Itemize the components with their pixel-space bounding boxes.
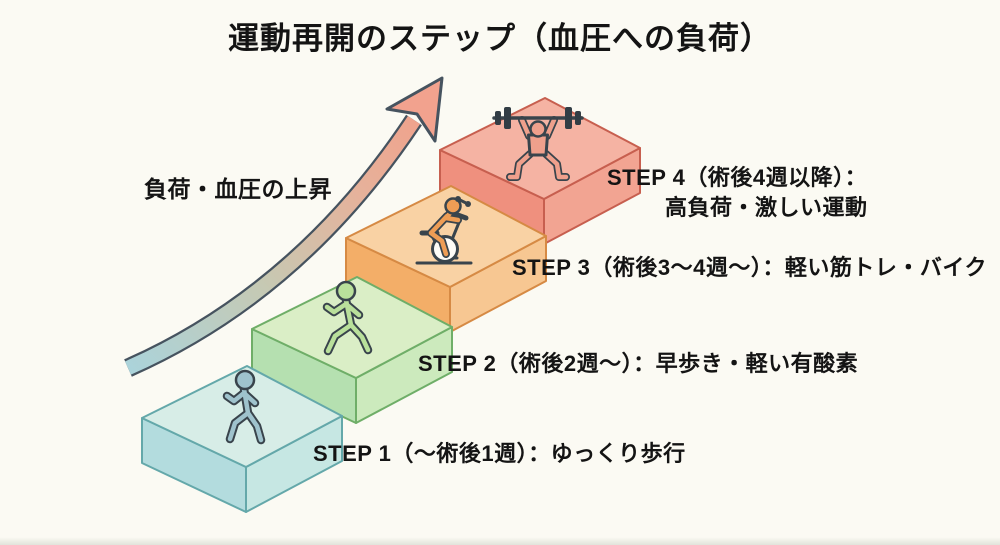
dumbbell-plate [455, 196, 461, 202]
growth-arrow [124, 76, 444, 377]
lifter-head [529, 120, 547, 138]
walking-icon [222, 369, 266, 445]
bottom-shadow [0, 537, 1000, 545]
step-3-label: STEP 3（術後3〜4週〜）：軽い筋トレ・バイク [512, 255, 987, 280]
figure-fill [324, 297, 371, 354]
figure-head [335, 280, 357, 302]
barbell-plate [565, 107, 572, 129]
figure-head [234, 369, 256, 391]
barbell-icon [492, 107, 584, 129]
step-4-label-line1: STEP 4（術後4週以降）： [607, 165, 868, 190]
arrow-label: 負荷・血圧の上昇 [144, 176, 332, 202]
lifter-limbs-fill [507, 117, 569, 180]
dumbbell-plate [465, 201, 471, 207]
arrow-head [385, 76, 444, 143]
figure-fill [224, 386, 264, 443]
lifter-torso [527, 133, 549, 157]
step-1-label: STEP 1（〜術後1週）：ゆっくり歩行 [313, 441, 686, 466]
brisk-walking-icon [322, 280, 373, 356]
rider-head [444, 197, 462, 215]
exercise-bike-icon [415, 196, 473, 265]
bike-console [452, 211, 469, 221]
barbell-plate [575, 111, 581, 125]
page-title: 運動再開のステップ（血圧への負荷） [228, 21, 772, 56]
step-4-label-line2: 高負荷・激しい運動 [665, 195, 868, 220]
arrow-shaft [125, 115, 421, 375]
rider-fill [428, 203, 461, 257]
step-3-box [345, 185, 547, 333]
barbell-plate [495, 111, 501, 125]
weightlifting-icon [492, 107, 584, 181]
step-2-label: STEP 2（術後2週〜）：早歩き・軽い有酸素 [418, 351, 859, 376]
barbell-plate [504, 107, 511, 129]
dumbbell-icon [455, 196, 471, 207]
